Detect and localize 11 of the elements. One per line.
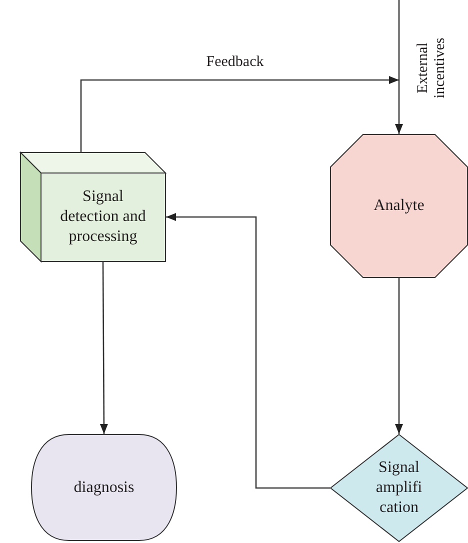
arrow [395, 0, 403, 134]
arrow [166, 213, 330, 489]
node-label: Signal amplifi cation [374, 458, 424, 518]
node-label: Analyte [374, 196, 424, 216]
arrow [395, 278, 403, 434]
node-label: diagnosis [74, 478, 134, 498]
rounded-terminal [31, 434, 177, 541]
arrow [100, 262, 108, 434]
octagon-shape [330, 134, 468, 278]
decision-diamond [330, 434, 468, 542]
arrow [80, 76, 399, 152]
